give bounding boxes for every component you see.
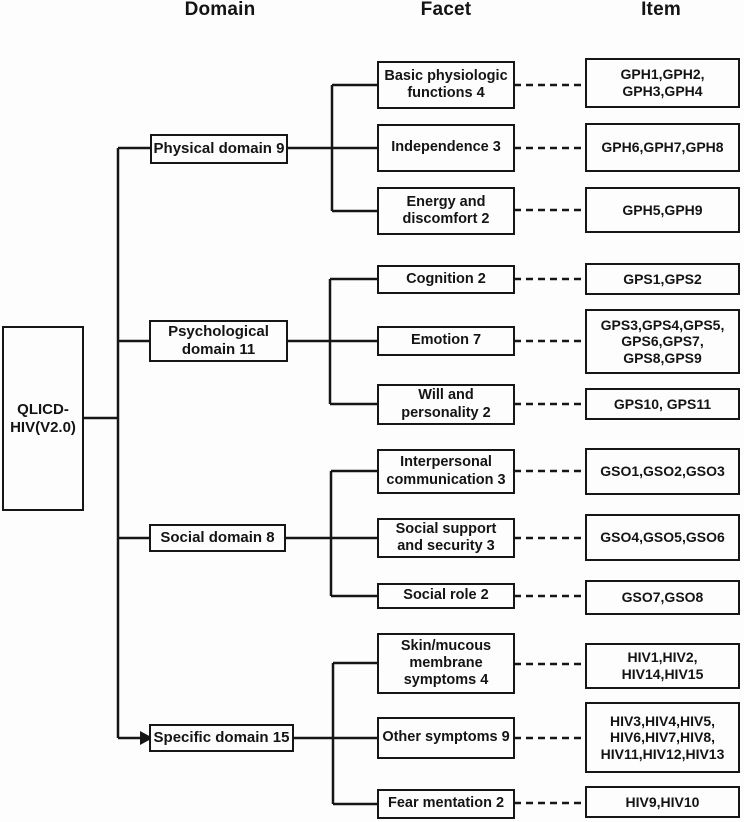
item-box-gso4-6: GSO4,GSO5,GSO6 <box>585 514 740 561</box>
facet-item-dashed-links <box>514 83 587 805</box>
facet-box-social-support-and-security: Social support and security 3 <box>377 518 515 558</box>
domain-box-specific: Specific domain 15 <box>149 724 294 752</box>
facet-box-will-and-personality: Will and personality 2 <box>377 384 515 425</box>
domain-box-psychological: Psychological domain 11 <box>149 320 288 362</box>
domain-box-social: Social domain 8 <box>149 524 286 552</box>
item-box-gps10-11: GPS10, GPS11 <box>585 388 740 420</box>
arrowhead-icon <box>140 731 153 745</box>
domain-box-physical: Physical domain 9 <box>150 134 288 164</box>
facet-box-fear-mentation: Fear mentation 2 <box>377 789 515 819</box>
facet-box-independence: Independence 3 <box>377 124 515 172</box>
item-box-gso7-8: GSO7,GSO8 <box>585 580 740 615</box>
facet-box-cognition: Cognition 2 <box>377 265 515 294</box>
item-box-gps1-2: GPS1,GPS2 <box>585 263 740 295</box>
item-box-hiv1-2-14-15: HIV1,HIV2, HIV14,HIV15 <box>585 643 740 689</box>
column-header-domain: Domain <box>184 0 256 20</box>
item-box-gso1-3: GSO1,GSO2,GSO3 <box>585 448 740 495</box>
facet-box-energy-and-discomfort: Energy and discomfort 2 <box>377 187 515 235</box>
psychological-facet-bus <box>328 277 378 406</box>
facet-box-basic-physiologic-functions: Basic physiologic functions 4 <box>377 61 515 109</box>
facet-box-skin-mucous-membrane-symptoms: Skin/mucous membrane symptoms 4 <box>377 633 515 694</box>
item-box-gph1-4: GPH1,GPH2, GPH3,GPH4 <box>585 58 740 108</box>
facet-box-emotion: Emotion 7 <box>377 326 515 356</box>
item-box-gph6-8: GPH6,GPH7,GPH8 <box>585 123 740 172</box>
facet-box-social-role: Social role 2 <box>377 583 515 609</box>
physical-facet-bus <box>330 83 378 213</box>
facet-box-other-symptoms: Other symptoms 9 <box>377 717 515 759</box>
item-box-gph5-9: GPH5,GPH9 <box>585 187 740 233</box>
specific-facet-bus <box>331 661 378 806</box>
root-box-qlicd-hiv: QLICD- HIV(V2.0) <box>2 326 84 511</box>
item-box-hiv9-10: HIV9,HIV10 <box>585 786 740 818</box>
column-header-facet: Facet <box>420 0 472 20</box>
facet-box-interpersonal-communication: Interpersonal communication 3 <box>377 449 515 494</box>
social-facet-bus <box>329 469 378 598</box>
item-box-hiv3-8-11-13: HIV3,HIV4,HIV5, HIV6,HIV7,HIV8, HIV11,HI… <box>585 702 740 773</box>
column-header-item: Item <box>641 0 681 20</box>
item-box-gps3-9: GPS3,GPS4,GPS5, GPS6,GPS7, GPS8,GPS9 <box>585 309 740 374</box>
